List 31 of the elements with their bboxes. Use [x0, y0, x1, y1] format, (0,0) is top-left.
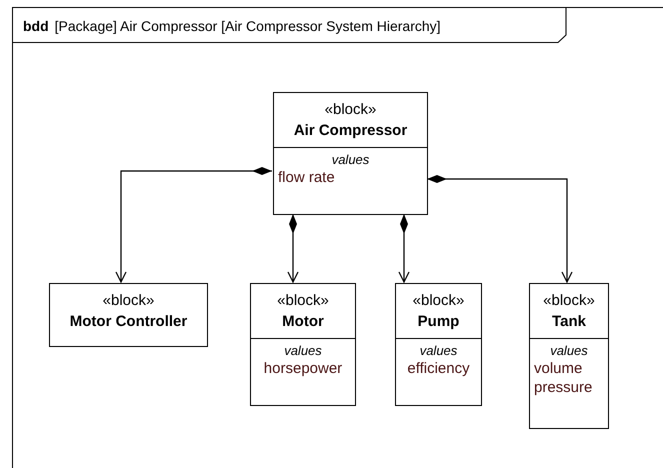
block-name: Motor Controller [70, 312, 188, 332]
compartment-label: values [550, 343, 588, 359]
block-name: Pump [418, 312, 460, 332]
composition-arrow [287, 214, 299, 283]
block-name: Motor [282, 312, 324, 332]
compartment-label: values [284, 343, 322, 359]
diagram-frame [12, 7, 663, 468]
stereotype-label: «block» [102, 291, 154, 311]
value-property: volume [534, 359, 582, 378]
block-box [250, 283, 356, 406]
block-box [273, 92, 428, 215]
diagram-kind-label: bdd [23, 17, 49, 36]
composition-arrow [427, 175, 573, 283]
stereotype-label: «block» [277, 291, 329, 311]
block-name: Air Compressor [294, 121, 408, 141]
compartment-label: values [420, 343, 458, 359]
frame-heading-label: [Package] Air Compressor [Air Compressor System Hierarchy] [54, 17, 441, 36]
composition-arrow [398, 214, 410, 283]
compartment-label: values [332, 152, 370, 168]
value-property: horsepower [264, 359, 342, 378]
stereotype-label: «block» [412, 291, 464, 311]
value-property: efficiency [407, 359, 470, 378]
value-property: pressure [534, 378, 592, 397]
block-box [529, 283, 609, 429]
stereotype-label: «block» [543, 291, 595, 311]
stereotype-label: «block» [324, 100, 376, 120]
block-box [395, 283, 482, 406]
block-name: Tank [552, 312, 586, 332]
block-box [49, 283, 208, 347]
value-property: flow rate [278, 168, 335, 187]
composition-arrow [115, 167, 272, 283]
